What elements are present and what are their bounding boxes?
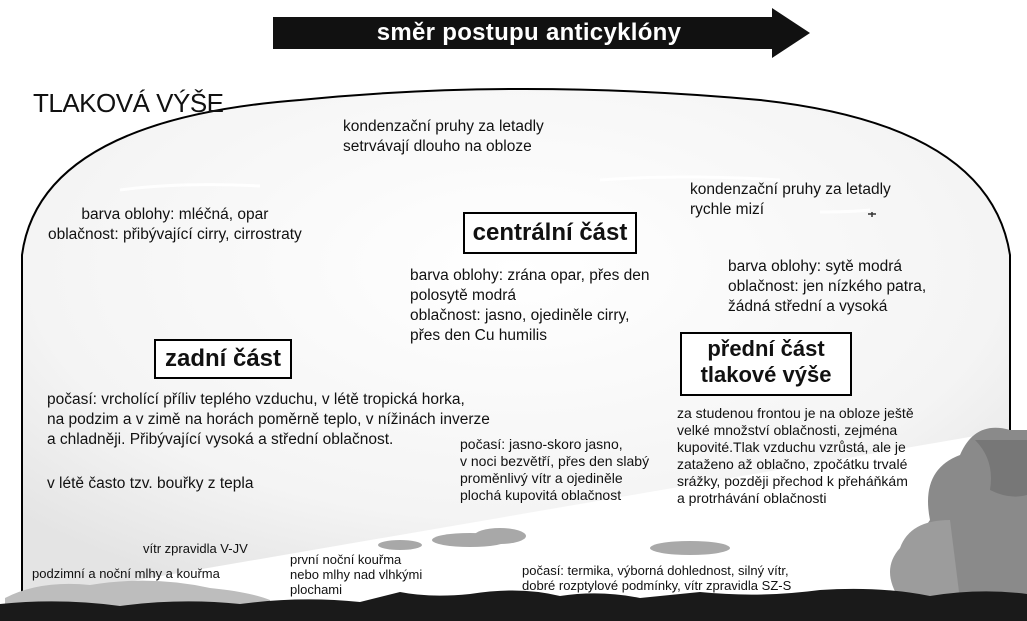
autumn-fog-text: podzimní a noční mlhy a kouřma bbox=[32, 566, 220, 581]
contrail-vanish-text: kondenzační pruhy za letadly rychle mizí bbox=[690, 181, 891, 218]
dome-outline bbox=[21, 88, 1011, 600]
cirrus-wisps bbox=[119, 175, 871, 214]
first-fog-text: první noční kouřma nebo mlhy nad vlhkými… bbox=[290, 552, 423, 597]
rear-wind-text: vítr zpravidla V-JV bbox=[143, 541, 248, 556]
contrail-persist-text: kondenzační pruhy za letadly setrvávají … bbox=[343, 118, 544, 155]
central-sky-text: barva oblohy: zrána opar, přes den polos… bbox=[410, 267, 650, 344]
front-description-text: za studenou frontou je na obloze ještě v… bbox=[677, 405, 914, 506]
rear-storms-text: v létě často tzv. bouřky z tepla bbox=[47, 475, 254, 492]
plane-mark bbox=[868, 212, 876, 217]
arrow-label: směr postupu anticyklóny bbox=[376, 19, 682, 46]
page-title: TLAKOVÁ VÝŠE bbox=[33, 88, 224, 118]
central-weather-text: počasí: jasno-skoro jasno, v noci bezvět… bbox=[460, 436, 650, 503]
front-storm-clouds bbox=[890, 427, 1027, 610]
front-weather-text: počasí: termika, výborná dohlednost, sil… bbox=[522, 563, 792, 593]
low-clouds bbox=[378, 528, 730, 555]
rear-sky-text: barva oblohy: mléčná, opar oblačnost: př… bbox=[48, 206, 302, 243]
rear-part-label: zadní část bbox=[154, 339, 292, 379]
ground-hills bbox=[0, 588, 1027, 621]
direction-arrow bbox=[273, 8, 810, 58]
front-part-label: přední část tlakové výše bbox=[680, 332, 852, 396]
central-part-label: centrální část bbox=[463, 212, 637, 254]
rear-weather-text: počasí: vrcholící příliv teplého vzduchu… bbox=[47, 391, 490, 448]
front-sky-text: barva oblohy: sytě modrá oblačnost: jen … bbox=[728, 258, 927, 315]
